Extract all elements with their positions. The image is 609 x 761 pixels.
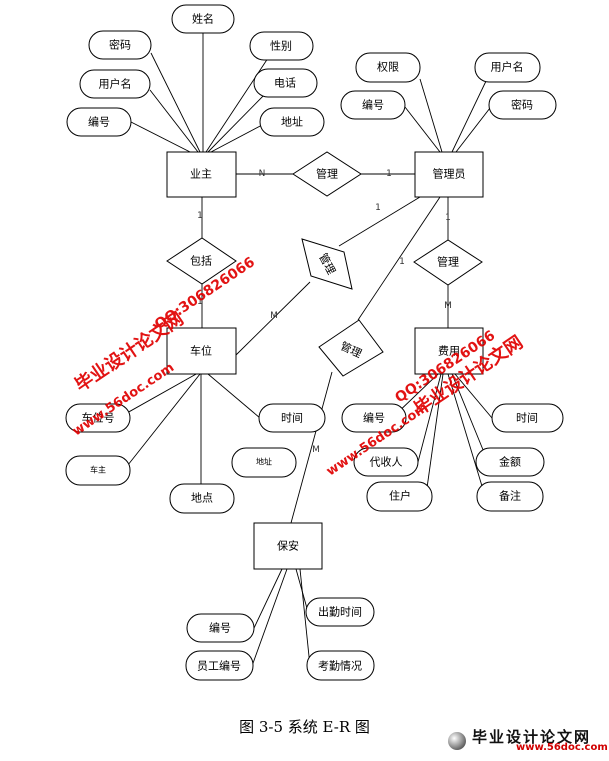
- attr-admin-password: 密码: [488, 90, 557, 120]
- attr-admin-id: 编号: [340, 90, 406, 120]
- cardinality-owner-admin-n: N: [259, 169, 266, 179]
- svg-text:保安: 保安: [277, 539, 299, 553]
- relationships: 管理 包括 管理 管理 管理: [166, 151, 483, 377]
- cardinality-admin-security-1: 1: [399, 257, 405, 267]
- cardinality-admin-fee-1: 1: [445, 213, 451, 223]
- attr-admin-permission: 权限: [355, 52, 421, 83]
- attr-security-id: 编号: [186, 613, 255, 643]
- relation-admin-fee: 管理: [413, 239, 483, 286]
- attr-owner-address: 地址: [259, 107, 325, 137]
- attr-fee-id: 编号: [341, 403, 407, 433]
- relation-admin-security: 管理: [318, 319, 384, 377]
- attr-fee-collector: 代收人: [353, 447, 419, 477]
- logo-ball-icon: [448, 732, 466, 750]
- svg-text:地址: 地址: [256, 457, 272, 467]
- attr-parking-address: 地址: [231, 447, 297, 478]
- relation-owner-parking: 包括: [166, 237, 237, 285]
- svg-text:出勤时间: 出勤时间: [318, 605, 362, 619]
- svg-text:密码: 密码: [511, 98, 533, 112]
- svg-text:金额: 金额: [499, 455, 521, 469]
- attr-security-attendance-time: 出勤时间: [305, 597, 375, 627]
- svg-text:住户: 住户: [389, 489, 411, 503]
- attr-parking-number: 车位号: [65, 403, 131, 433]
- svg-text:电话: 电话: [274, 77, 296, 90]
- attr-admin-username: 用户名: [474, 52, 541, 83]
- svg-text:时间: 时间: [516, 412, 538, 425]
- svg-text:地点: 地点: [191, 492, 213, 505]
- attr-fee-time: 时间: [491, 403, 564, 433]
- attr-security-employee-id: 员工编号: [185, 650, 254, 681]
- svg-text:包括: 包括: [190, 254, 212, 268]
- entity-fee: 费用: [414, 327, 484, 375]
- cardinality-admin-security-m: M: [312, 445, 320, 455]
- svg-text:用户名: 用户名: [491, 60, 524, 74]
- relation-admin-parking: 管理: [301, 238, 353, 290]
- svg-text:时间: 时间: [281, 412, 303, 425]
- cardinality-owner-parking-1a: 1: [197, 211, 203, 221]
- entity-security: 保安: [253, 522, 323, 570]
- attr-parking-time: 时间: [258, 403, 326, 433]
- entities: 业主 管理员 车位 费用 保安: [166, 151, 484, 570]
- attributes: 姓名 密码 性别 用户名 电话 编号 地址 权限: [65, 4, 564, 681]
- svg-text:性别: 性别: [270, 39, 292, 53]
- svg-text:员工编号: 员工编号: [197, 659, 241, 673]
- svg-text:车位: 车位: [190, 344, 212, 358]
- site-logo: 毕业设计论文网 www.56doc.com: [446, 726, 608, 754]
- attr-parking-owner: 车主: [65, 455, 131, 486]
- svg-text:车主: 车主: [90, 465, 106, 475]
- attr-owner-name: 姓名: [171, 4, 235, 34]
- svg-text:业主: 业主: [190, 168, 212, 181]
- cardinality-admin-fee-m: M: [444, 301, 452, 311]
- cardinality-admin-parking-m: M: [270, 311, 278, 321]
- attr-fee-resident: 住户: [366, 481, 433, 512]
- entity-admin: 管理员: [414, 151, 484, 198]
- svg-text:管理员: 管理员: [433, 167, 466, 181]
- svg-text:编号: 编号: [209, 621, 231, 635]
- attr-parking-location: 地点: [169, 483, 235, 514]
- svg-text:地址: 地址: [281, 115, 303, 129]
- svg-text:密码: 密码: [109, 38, 131, 52]
- attr-owner-username: 用户名: [79, 69, 151, 99]
- svg-text:考勤情况: 考勤情况: [318, 660, 362, 673]
- logo-site-name: 毕业设计论文网: [472, 728, 592, 746]
- relation-owner-admin: 管理: [292, 151, 362, 197]
- svg-text:姓名: 姓名: [192, 12, 214, 26]
- attr-owner-password: 密码: [88, 30, 152, 60]
- figure-caption: 图 3-5 系统 E-R 图: [239, 718, 370, 736]
- svg-text:车位号: 车位号: [82, 411, 115, 425]
- logo-url: www.56doc.com: [516, 742, 608, 753]
- svg-text:管理: 管理: [437, 255, 459, 269]
- svg-text:代收人: 代收人: [370, 455, 403, 469]
- svg-text:权限: 权限: [377, 61, 399, 74]
- svg-text:管理: 管理: [316, 167, 338, 181]
- svg-text:编号: 编号: [88, 115, 110, 129]
- cardinality-owner-parking-1b: 1: [197, 297, 203, 307]
- attr-fee-amount: 金额: [475, 447, 545, 477]
- attr-owner-phone: 电话: [253, 68, 318, 98]
- svg-text:编号: 编号: [362, 98, 384, 112]
- watermarks: www.56doc.com 毕业设计论文网 QQ:306826066 www.5…: [70, 254, 527, 479]
- attr-security-attendance-status: 考勤情况: [306, 650, 375, 681]
- cardinality-owner-admin-1: 1: [386, 169, 392, 179]
- entity-parking: 车位: [166, 327, 237, 375]
- attr-fee-remark: 备注: [476, 481, 544, 512]
- svg-text:备注: 备注: [499, 489, 521, 503]
- svg-text:费用: 费用: [438, 345, 460, 358]
- connector-lines: [117, 33, 493, 667]
- cardinality-labels: N 1 1 1 1 M 1 M 1 M: [197, 169, 452, 455]
- entity-owner: 业主: [166, 151, 237, 198]
- svg-text:用户名: 用户名: [99, 77, 132, 91]
- attr-owner-gender: 性别: [249, 31, 314, 61]
- cardinality-admin-parking-1: 1: [375, 203, 381, 213]
- attr-owner-id: 编号: [66, 107, 132, 137]
- svg-text:编号: 编号: [363, 411, 385, 425]
